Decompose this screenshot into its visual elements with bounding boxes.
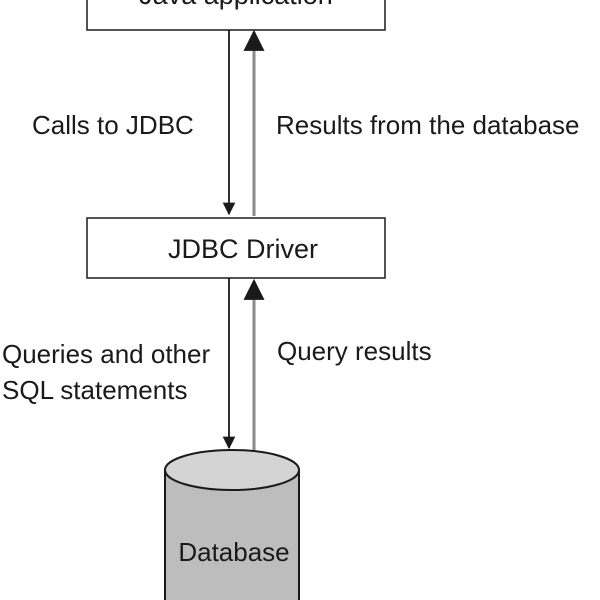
java-application-box bbox=[86, 0, 386, 31]
jdbc-driver-box bbox=[86, 217, 386, 279]
java-application-node: Java application bbox=[86, 0, 386, 31]
results-from-database-label: Results from the database bbox=[276, 110, 580, 140]
database-cylinder-body bbox=[164, 470, 300, 600]
queries-label-line-1: Queries and other bbox=[2, 339, 210, 369]
calls-to-jdbc-label: Calls to JDBC bbox=[32, 110, 194, 140]
database-cylinder-top bbox=[164, 449, 300, 491]
query-results-label: Query results bbox=[277, 336, 432, 366]
queries-label: Queries and other SQL statements bbox=[2, 339, 217, 405]
jdbc-driver-node: JDBC Driver bbox=[86, 217, 386, 279]
queries-label-line-2: SQL statements bbox=[2, 375, 187, 405]
java-application-label: Java application bbox=[139, 0, 333, 10]
database-node: Database bbox=[164, 449, 300, 600]
database-label: Database bbox=[178, 537, 289, 567]
jdbc-driver-label: JDBC Driver bbox=[168, 234, 318, 264]
